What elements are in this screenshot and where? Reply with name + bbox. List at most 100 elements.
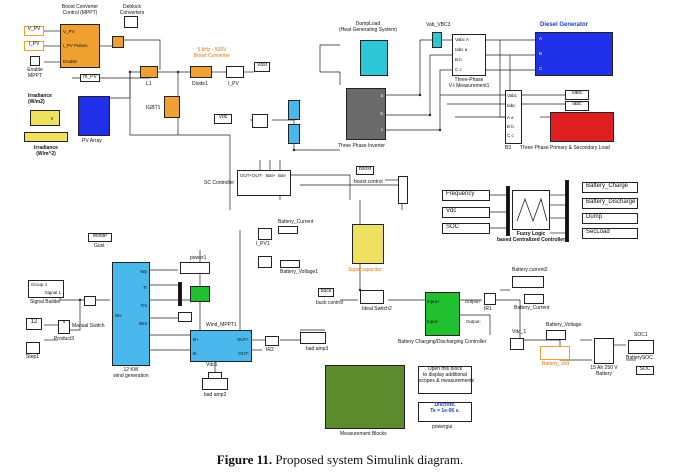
figure-caption: Figure 11. Proposed system Simulink diag… (0, 452, 680, 468)
fuzzy-logic-block[interactable] (512, 190, 550, 230)
demux-block[interactable] (565, 180, 569, 242)
vabc-measurement-block[interactable]: Vabc A Iabc a B b C c (452, 34, 486, 76)
open-block-note[interactable]: Open this block to display additional sc… (418, 366, 474, 394)
sc-port-batn: Bat- (278, 173, 287, 178)
vabc-goto-block[interactable]: Vabc (565, 90, 589, 100)
wind-port-tm: Tm (140, 303, 148, 308)
bad-amp3-scope[interactable] (300, 332, 326, 344)
deblock-block[interactable] (124, 16, 138, 28)
buck-from-block[interactable]: buck (318, 288, 334, 297)
inductor-l1[interactable] (140, 66, 158, 78)
diode1-block[interactable] (190, 66, 212, 78)
supercapacitor-block[interactable] (352, 224, 384, 264)
inverter-port-b: b (380, 111, 383, 116)
group1-signal-builder[interactable]: Group 1 Signal 1 (28, 280, 64, 298)
boost-switch-block[interactable] (398, 176, 408, 204)
battery-charge-goto[interactable]: Battery_Charge (582, 182, 638, 193)
vdc-from-block[interactable]: Vdc (442, 207, 490, 218)
irradiance-scope-block[interactable] (24, 132, 68, 142)
measurement-blocks[interactable] (325, 365, 405, 429)
windp-goto-block[interactable]: WindP (88, 233, 112, 242)
vbst-goto-block[interactable]: Vbst (254, 62, 270, 72)
secload-label: SecLoad (586, 229, 610, 235)
battery-discharge-goto[interactable]: Battery_Discharge (582, 198, 638, 209)
charger-port-inn: Input- (427, 319, 439, 324)
battery-soc-scope[interactable] (628, 340, 654, 354)
sc-controller-block[interactable]: OUT+ OUT- Bat+ Bat- (237, 170, 291, 196)
mppt-port-enable: Enable (63, 59, 78, 64)
iabc-goto-label: Iabc (572, 101, 582, 107)
wind-mppt-port-outn: OUT- (238, 351, 249, 356)
ipv-from-block[interactable]: I_PV (24, 41, 44, 51)
charger-label: Battery Charging/Discharging Controller (398, 339, 487, 345)
vdc-goto-block[interactable]: Vdc (214, 114, 232, 124)
charger-controller-block[interactable]: Input+ Input- Output+ Output- (425, 292, 481, 336)
enable-mppt-switch[interactable] (30, 56, 40, 66)
battery-voltage-gain[interactable] (546, 330, 566, 340)
bad-amp2-scope[interactable] (202, 378, 228, 390)
mux-block[interactable] (506, 186, 510, 236)
battery-voltage-goto[interactable] (280, 260, 300, 268)
pv-array-block[interactable] (78, 96, 110, 136)
irradiance-scope-label: Irradiance (W/m^2) (34, 145, 58, 157)
igbt1-block[interactable] (164, 96, 180, 118)
battery-current-goto[interactable] (278, 226, 298, 234)
diesel-gen-label: Diesel Generator (540, 22, 589, 28)
ir1-measure-block[interactable] (484, 293, 496, 305)
soc-from-block[interactable]: SOC (442, 223, 490, 234)
ipv-measure-block[interactable] (226, 66, 244, 78)
ipv1-label: I_PV1 (256, 241, 270, 247)
b3-port-c: C c (507, 133, 514, 138)
powergui-block[interactable]: Discrete, Ts = 1e-06 s. (418, 402, 472, 422)
vabc-port-iabc: Iabc a (455, 47, 468, 52)
and-gate-block[interactable] (112, 36, 124, 48)
sc-port-outp: OUT+ (240, 173, 253, 178)
dumpload-block[interactable] (360, 40, 388, 76)
ipv-measure-label: I_PV (228, 81, 239, 87)
vdc-measure-block[interactable] (252, 114, 268, 128)
vpv-from-label: V_PV (27, 26, 41, 32)
vpv-from-block[interactable]: V_PV (24, 26, 44, 36)
mux-wind-block[interactable] (178, 282, 182, 306)
iabc-goto-block[interactable]: Iabc (565, 101, 589, 111)
diesel-gen-block[interactable]: A B C (535, 32, 613, 76)
group1-title: Group 1 (31, 282, 48, 287)
vab-vbc-block[interactable] (432, 32, 442, 48)
soc-goto-block[interactable]: SOC (636, 366, 654, 375)
boost-from-block[interactable]: boost (356, 166, 374, 175)
battery-volt-scope[interactable] (540, 346, 570, 360)
scope-green[interactable] (190, 286, 210, 302)
b3-measurement-block[interactable]: Vabc Iabc A a B b C c (505, 90, 522, 144)
battery-block[interactable] (594, 338, 614, 364)
battery-current-gain[interactable] (524, 294, 544, 304)
vabc-goto-label: Vabc (571, 90, 583, 96)
wind-gain-block[interactable] (178, 312, 192, 322)
step1-block[interactable] (26, 342, 40, 354)
inverter-block[interactable]: a b c (346, 88, 386, 140)
secload-goto[interactable]: SecLoad (582, 228, 638, 239)
frequency-from-block[interactable]: Frequency (442, 190, 490, 201)
vsc-measure-block[interactable] (258, 256, 272, 268)
ideal-switch-block[interactable] (360, 290, 384, 304)
battery-current2-scope[interactable] (512, 276, 544, 288)
wind-mppt-block[interactable]: B+ B- OUT+ OUT- (190, 330, 252, 362)
mppt-title: Boost Converter Control (MPPT) (61, 4, 99, 16)
wind-generation-block[interactable]: Wp Tr Tm Wm Ws (112, 262, 150, 366)
irradiance-input-block[interactable]: Ir (30, 110, 60, 126)
capacitor-1[interactable] (288, 100, 300, 120)
dump-goto[interactable]: Dump (582, 213, 638, 224)
ir2-measure-block[interactable] (265, 336, 279, 346)
const12-block[interactable]: 12 (26, 318, 42, 330)
ipv1-measure-block[interactable] (258, 228, 272, 240)
power1-scope[interactable] (180, 262, 210, 274)
capacitor-2[interactable] (288, 124, 300, 144)
supercapacitor-label: Supercapacitor (348, 267, 382, 273)
manual-switch-block[interactable] (84, 296, 96, 306)
wind-port-wp: Wp (140, 269, 147, 274)
vdc-1-measure[interactable] (510, 338, 524, 350)
mpv-goto-block[interactable]: m_PV (80, 74, 100, 82)
product3-block[interactable]: × (58, 320, 70, 334)
transformer-load-block[interactable] (550, 112, 614, 142)
irradiance-title: Irradiance (W/m2) (28, 93, 52, 105)
mppt-controller-block[interactable]: V_PV I_PV Pulses Enable (60, 24, 100, 68)
